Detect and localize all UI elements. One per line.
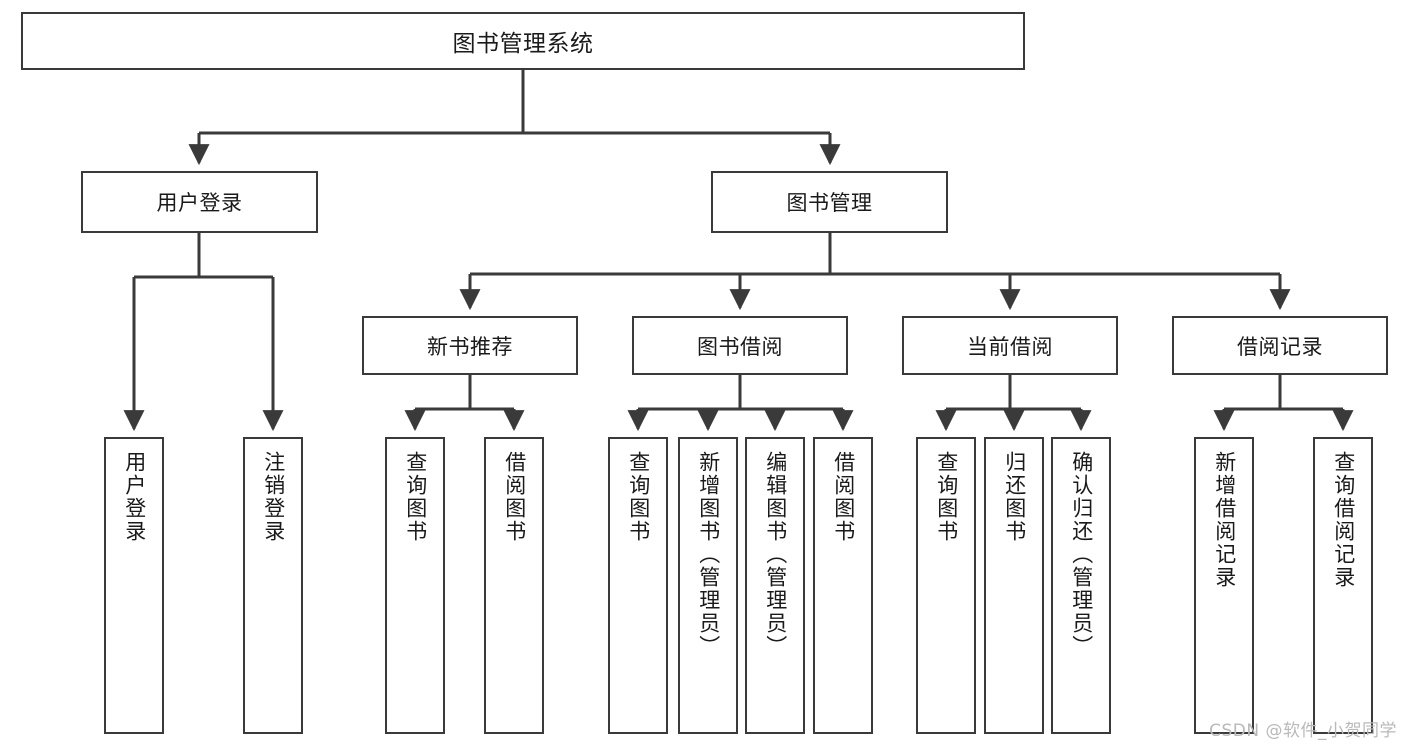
- node-current-borrow[interactable]: 当前借阅: [902, 316, 1118, 375]
- leaf-label: 查询图书: [403, 451, 428, 543]
- leaf-label: 注销登录: [261, 451, 286, 543]
- leaf-label: 查询图书: [626, 451, 651, 543]
- leaf-label: 查询借阅记录: [1331, 451, 1356, 589]
- watermark: CSDN @软件_小贺同学: [1209, 721, 1397, 741]
- node-leaf-query-book-3[interactable]: 查询图书: [916, 437, 976, 734]
- node-leaf-user-login[interactable]: 用户登录: [104, 437, 164, 734]
- leaf-label: 确认归还（管理员）: [1069, 451, 1094, 658]
- node-book-manage[interactable]: 图书管理: [711, 171, 948, 233]
- node-leaf-query-record[interactable]: 查询借阅记录: [1313, 437, 1373, 734]
- node-leaf-logout[interactable]: 注销登录: [243, 437, 303, 734]
- node-leaf-query-book-1[interactable]: 查询图书: [385, 437, 445, 734]
- node-leaf-return-book[interactable]: 归还图书: [984, 437, 1044, 734]
- leaf-label: 新增借阅记录: [1212, 451, 1237, 589]
- node-leaf-edit-book[interactable]: 编辑图书（管理员）: [745, 437, 805, 734]
- node-leaf-add-book[interactable]: 新增图书（管理员）: [678, 437, 738, 734]
- leaf-label: 用户登录: [122, 451, 147, 543]
- node-leaf-borrow-book-1[interactable]: 借阅图书: [484, 437, 544, 734]
- leaf-label: 借阅图书: [502, 451, 527, 543]
- node-borrow-record[interactable]: 借阅记录: [1172, 316, 1388, 375]
- node-leaf-add-record[interactable]: 新增借阅记录: [1194, 437, 1254, 734]
- node-book-borrow[interactable]: 图书借阅: [632, 316, 848, 375]
- node-root-system[interactable]: 图书管理系统: [21, 12, 1025, 70]
- node-new-book-recommend[interactable]: 新书推荐: [362, 316, 578, 375]
- node-leaf-borrow-book-2[interactable]: 借阅图书: [813, 437, 873, 734]
- leaf-label: 编辑图书（管理员）: [763, 451, 788, 658]
- node-leaf-query-book-2[interactable]: 查询图书: [608, 437, 668, 734]
- leaf-label: 新增图书（管理员）: [696, 451, 721, 658]
- leaf-label: 借阅图书: [831, 451, 856, 543]
- node-user-login[interactable]: 用户登录: [81, 171, 318, 233]
- leaf-label: 归还图书: [1002, 451, 1027, 543]
- leaf-label: 查询图书: [934, 451, 959, 543]
- node-leaf-confirm-return[interactable]: 确认归还（管理员）: [1051, 437, 1111, 734]
